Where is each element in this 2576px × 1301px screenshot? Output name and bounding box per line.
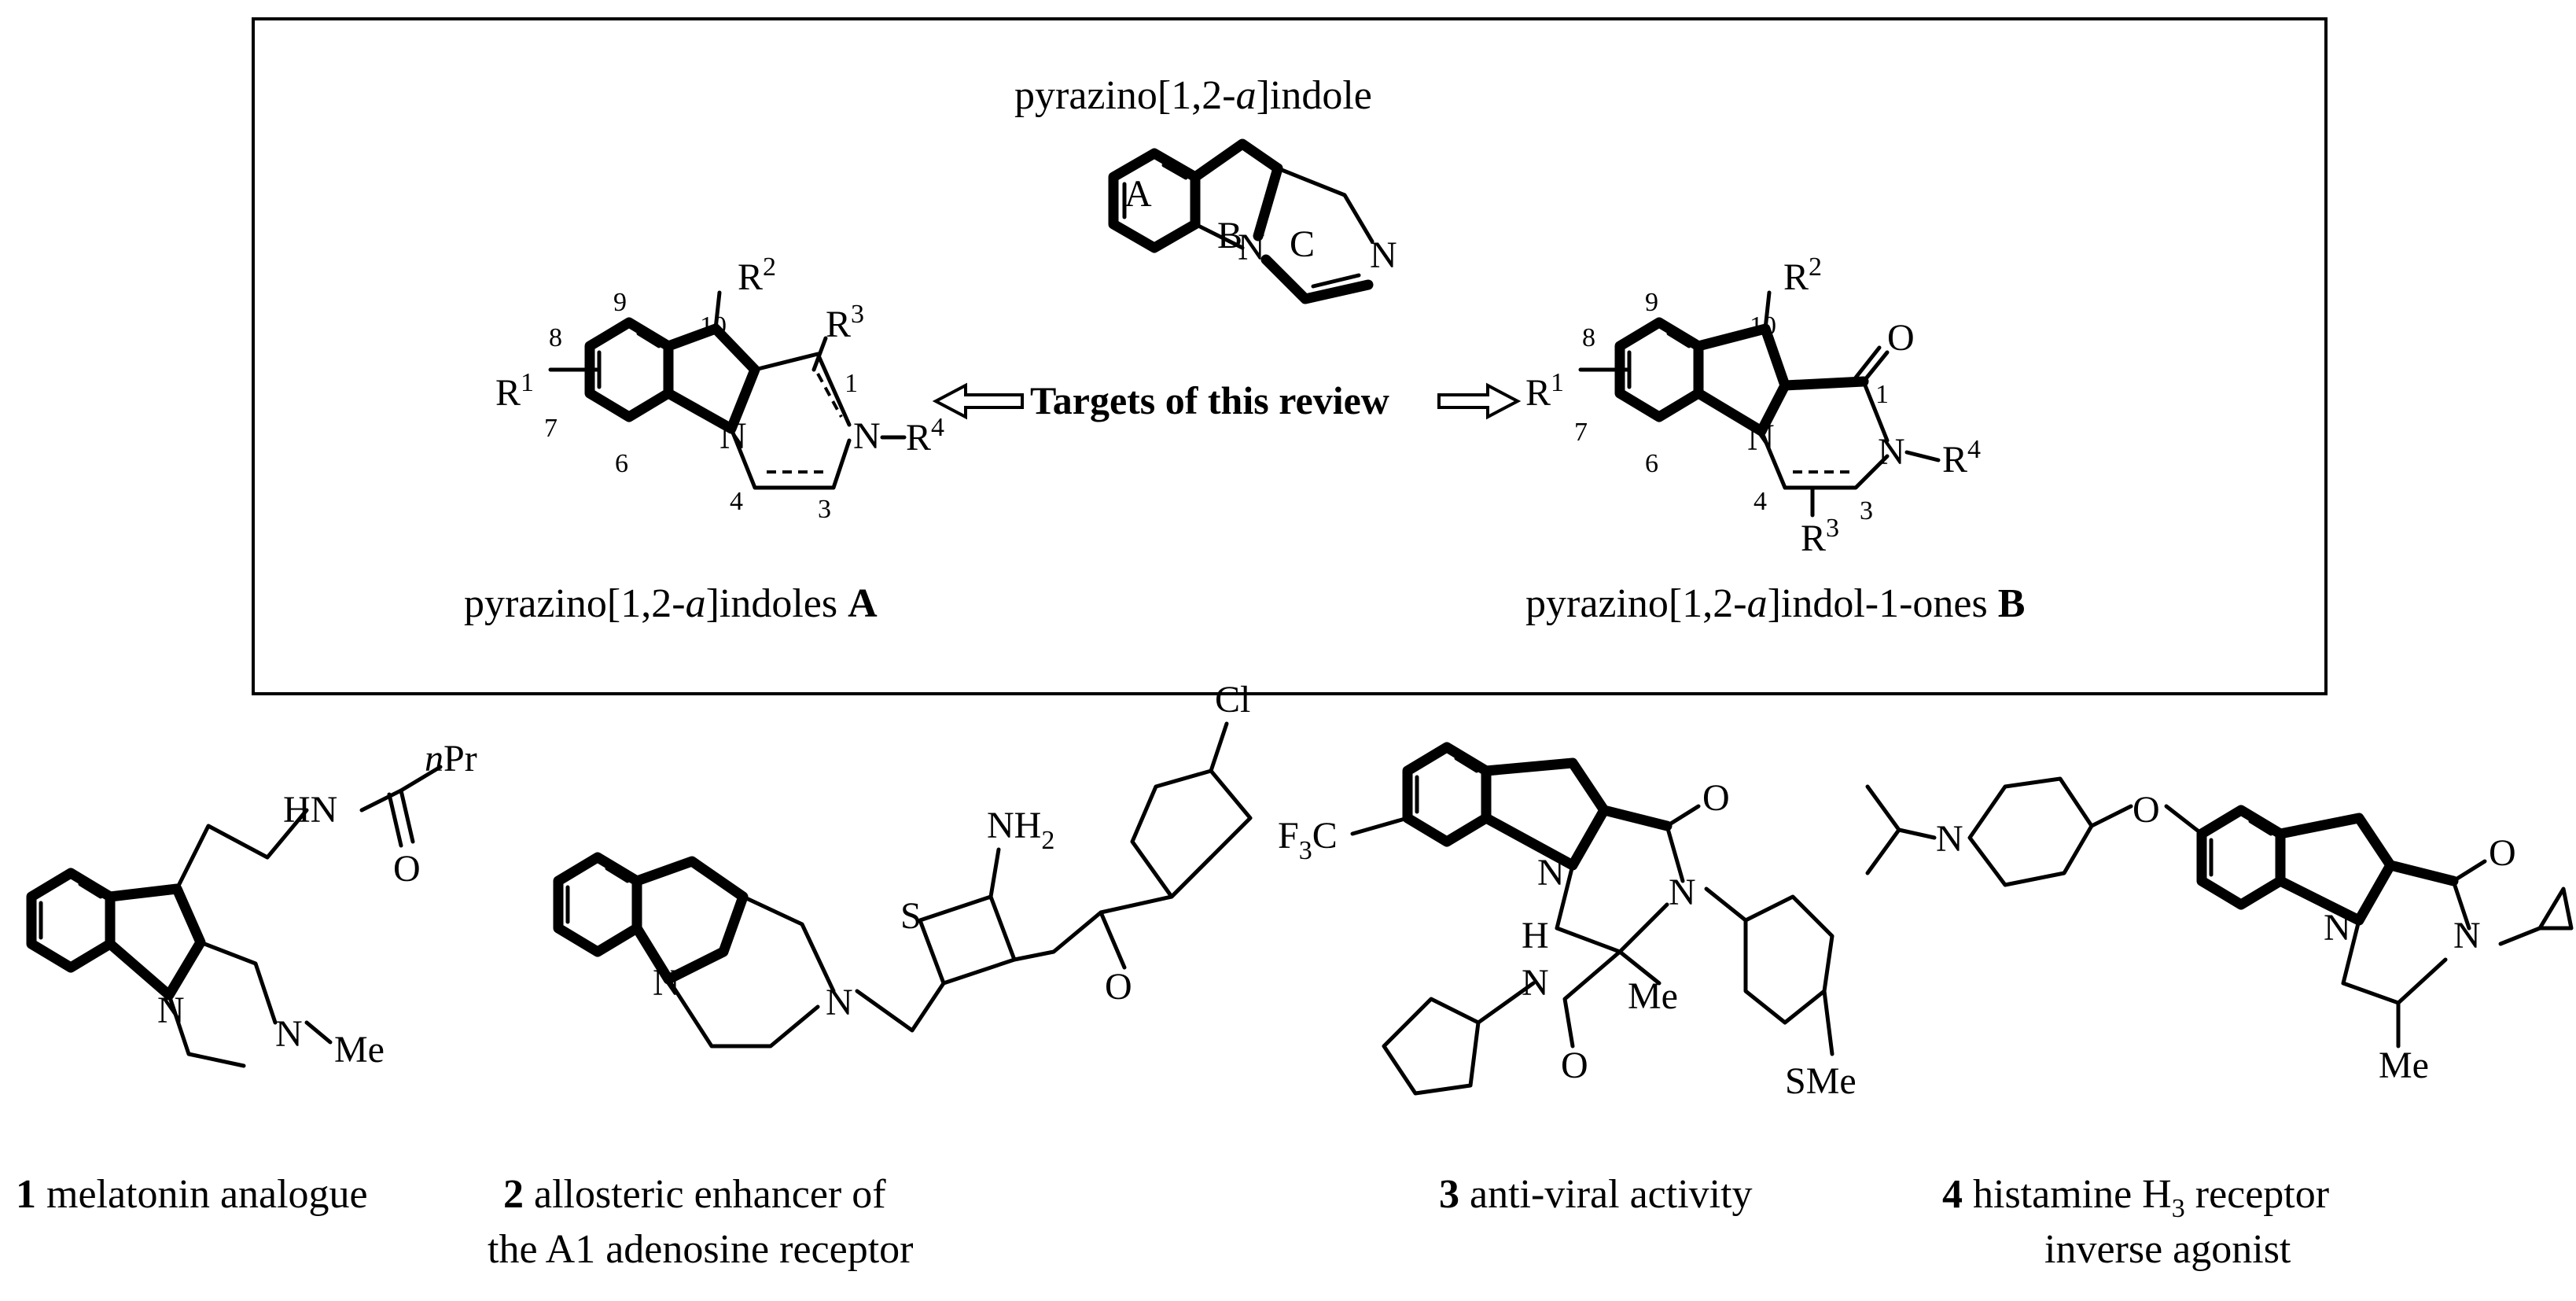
b-r4: R4 [1942, 435, 1981, 481]
b-r3: R3 [1801, 514, 1839, 559]
b-r1: R1 [1525, 368, 1564, 414]
c4-o1: O [2133, 789, 2160, 831]
structure-a-caption: pyrazino[1,2-a]indoles A [464, 581, 878, 626]
c3-sme: SMe [1785, 1060, 1857, 1102]
compound-1-caption: 1 melatonin analogue [16, 1172, 368, 1217]
structure-a: R2 R3 R1 N R4 N 1 3 4 6 7 8 9 10 [495, 252, 944, 524]
c3-o1: O [1702, 777, 1730, 819]
targets-frame [252, 17, 2328, 695]
c2-n1: N [653, 962, 680, 1004]
core-title: pyrazino[1,2-a]indole [1014, 73, 1372, 118]
compound-4-caption-2: inverse agonist [2044, 1227, 2291, 1272]
c4-n2: N [2324, 907, 2351, 949]
a-n-label: N [719, 415, 747, 457]
c2-nh2: NH2 [987, 805, 1054, 855]
b-pos-8: 8 [1582, 323, 1595, 352]
c4-n1: N [1936, 818, 1963, 860]
c1-npr: nPr [425, 738, 477, 779]
c4-o2: O [2489, 832, 2516, 874]
a-pos-6: 6 [615, 449, 628, 478]
c1-me: Me [334, 1029, 385, 1071]
a-pos-9: 9 [613, 288, 627, 317]
structure-b: O R2 R1 N R4 N R3 1 3 4 6 7 8 9 10 [1525, 252, 1981, 559]
c2-o: O [1105, 966, 1132, 1008]
core-n-1: N [1238, 227, 1265, 268]
b-n4-label: N [1878, 431, 1905, 473]
structure-b-caption: pyrazino[1,2-a]indol-1-ones B [1525, 581, 2025, 626]
c3-me: Me [1628, 975, 1678, 1017]
b-r2: R2 [1783, 252, 1822, 298]
c2-cl: Cl [1215, 679, 1250, 721]
b-n-label: N [1747, 417, 1775, 459]
c3-n3: N [1522, 962, 1549, 1004]
c3-n2: N [1669, 872, 1696, 913]
compound-1-structure: HN nPr O N N Me [26, 738, 477, 1071]
c1-n2: N [275, 1013, 303, 1055]
compound-3-structure: F3C N O N H N O Me SMe [1278, 742, 1857, 1102]
a-r3: R3 [826, 300, 864, 345]
a-pos-3: 3 [818, 495, 831, 524]
a-pos-1: 1 [845, 369, 858, 398]
c3-o2: O [1561, 1045, 1588, 1086]
compound-2-caption-2: the A1 adenosine receptor [488, 1227, 913, 1272]
compound-3-caption: 3 anti-viral activity [1439, 1172, 1753, 1217]
a-pos-8: 8 [549, 323, 562, 352]
compound-2-structure: N N S NH2 Cl O [553, 679, 1253, 1049]
compound-4-structure: N O N O N Me [1865, 776, 2574, 1086]
c3-f3c: F3C [1278, 815, 1338, 865]
c4-me: Me [2379, 1045, 2429, 1086]
a-n4-label: N [853, 415, 881, 457]
b-pos-9: 9 [1645, 288, 1658, 317]
c2-s: S [900, 895, 922, 937]
a-pos-4: 4 [730, 487, 743, 516]
ring-label-a: A [1124, 173, 1152, 215]
c4-n3: N [2453, 915, 2481, 956]
a-r1: R1 [495, 368, 534, 414]
a-r4: R4 [906, 413, 944, 459]
b-pos-10: 10 [1750, 311, 1776, 341]
c1-o: O [393, 848, 421, 890]
c3-n1: N [1537, 852, 1565, 894]
ring-label-c: C [1290, 223, 1315, 265]
b-o-label: O [1887, 317, 1915, 359]
compound-4-caption-1: 4 histamine H3 receptor [1942, 1172, 2329, 1223]
b-pos-1: 1 [1875, 380, 1889, 409]
core-structure: A B C N N [1108, 138, 1397, 304]
compound-2-caption-1: 2 allosteric enhancer of [503, 1172, 886, 1217]
b-pos-6: 6 [1645, 449, 1658, 478]
b-pos-4: 4 [1754, 487, 1767, 516]
b-pos-7: 7 [1574, 418, 1588, 447]
c1-n1: N [157, 990, 185, 1031]
c1-hn: HN [283, 789, 337, 831]
a-pos-10: 10 [700, 311, 727, 341]
ring-label-b: B [1217, 215, 1242, 256]
c3-h: H [1522, 915, 1549, 956]
b-pos-3: 3 [1860, 496, 1873, 525]
targets-label: Targets of this review [1030, 378, 1389, 422]
core-n-2: N [1370, 234, 1397, 276]
c2-n2: N [826, 982, 853, 1023]
a-pos-7: 7 [544, 414, 558, 443]
a-r2: R2 [738, 252, 776, 298]
targets-arrow: Targets of this review [932, 378, 1522, 422]
